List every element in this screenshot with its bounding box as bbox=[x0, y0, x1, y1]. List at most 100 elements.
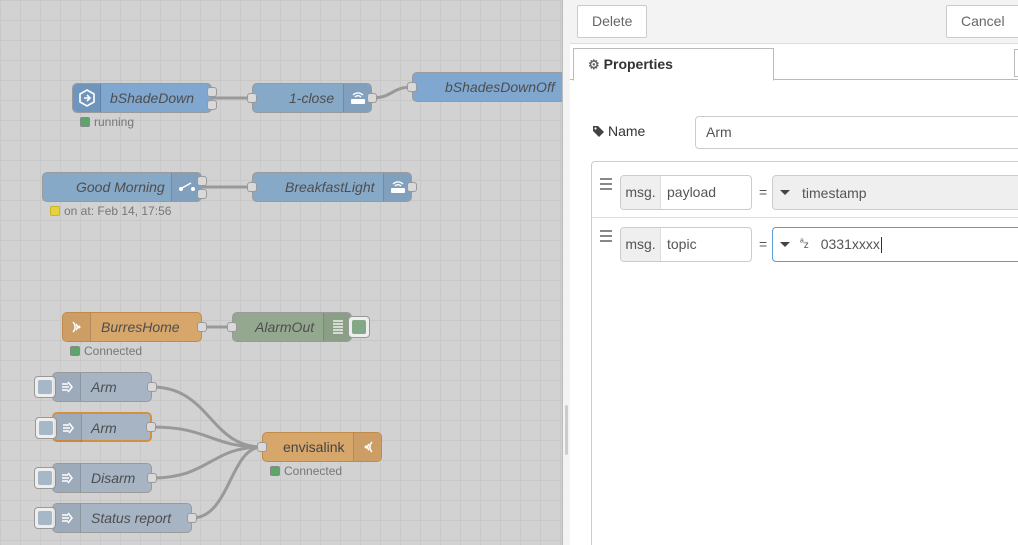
tab-bar: ⚙Properties bbox=[570, 45, 1018, 81]
wire bbox=[371, 85, 413, 100]
wire bbox=[191, 445, 263, 520]
node-breakfastlight[interactable]: BreakfastLight bbox=[247, 172, 417, 202]
node-status-report[interactable]: Status report bbox=[34, 503, 197, 533]
value-text-content: 0331xxxx bbox=[820, 235, 880, 252]
delete-button[interactable]: Delete bbox=[577, 5, 648, 38]
router-icon bbox=[343, 84, 371, 112]
tag-icon bbox=[593, 126, 604, 137]
output-port[interactable] bbox=[207, 100, 217, 110]
tray-resize-handle[interactable] bbox=[562, 0, 570, 545]
node-label: Arm bbox=[91, 420, 117, 436]
node-1-close[interactable]: 1-close bbox=[247, 83, 377, 113]
output-port[interactable] bbox=[147, 382, 157, 392]
node-status: running bbox=[80, 115, 134, 129]
grip-icon bbox=[565, 405, 568, 455]
node-label: bShadeDown bbox=[110, 90, 195, 106]
flow-workspace[interactable]: bShadeDown running 1-close bShadesDownOf… bbox=[0, 0, 562, 545]
operator: = bbox=[759, 236, 768, 252]
output-port[interactable] bbox=[197, 189, 207, 199]
node-status: Connected bbox=[270, 464, 342, 478]
output-port[interactable] bbox=[197, 176, 207, 186]
node-alarmout[interactable]: AlarmOut bbox=[227, 312, 370, 342]
node-envisalink[interactable]: envisalink bbox=[257, 432, 382, 462]
status-text: Connected bbox=[84, 344, 143, 358]
caret-down-icon bbox=[780, 190, 790, 195]
input-port[interactable] bbox=[227, 322, 237, 332]
wire bbox=[151, 445, 263, 480]
tab-label: Properties bbox=[603, 56, 673, 72]
node-label: Disarm bbox=[91, 470, 136, 486]
node-label: Arm bbox=[91, 379, 117, 395]
node-label: envisalink bbox=[283, 439, 345, 455]
property-prefix: msg. bbox=[621, 228, 661, 261]
rule-row: msg. topic = ᵃz 0331xxxx bbox=[592, 214, 1018, 264]
inject-icon bbox=[73, 84, 101, 112]
text-cursor bbox=[880, 237, 882, 254]
output-port[interactable] bbox=[197, 322, 207, 332]
output-port[interactable] bbox=[187, 513, 197, 523]
output-port[interactable] bbox=[147, 473, 157, 483]
drag-handle-icon[interactable] bbox=[600, 230, 612, 245]
name-input[interactable]: Arm bbox=[695, 116, 1018, 149]
status-text: Connected bbox=[284, 464, 343, 478]
input-port[interactable] bbox=[257, 442, 267, 452]
node-arm[interactable]: Arm bbox=[34, 372, 157, 402]
inject-button[interactable] bbox=[35, 417, 57, 439]
inject-button[interactable] bbox=[34, 507, 56, 529]
property-field[interactable]: msg. payload bbox=[620, 175, 752, 210]
arrow-in-icon bbox=[53, 464, 81, 492]
status-dot bbox=[80, 117, 90, 127]
node-bshadedown[interactable]: bShadeDown bbox=[72, 83, 217, 113]
string-type-icon: ᵃz bbox=[800, 237, 809, 251]
output-port[interactable] bbox=[367, 93, 377, 103]
inject-button[interactable] bbox=[34, 467, 56, 489]
value-text: 0331xxxx bbox=[820, 235, 882, 254]
tab-overflow[interactable] bbox=[1014, 49, 1018, 77]
node-good-morning[interactable]: Good Morning bbox=[42, 172, 207, 202]
node-label: AlarmOut bbox=[255, 319, 315, 335]
router-icon bbox=[383, 173, 411, 201]
name-label: Name bbox=[592, 123, 692, 139]
broadcast-icon bbox=[353, 433, 381, 461]
wire bbox=[151, 385, 263, 449]
node-arm-selected[interactable]: Arm bbox=[35, 412, 156, 442]
value-input[interactable]: ᵃz 0331xxxx bbox=[772, 227, 1018, 262]
inject-button[interactable] bbox=[34, 376, 56, 398]
node-disarm[interactable]: Disarm bbox=[34, 463, 157, 493]
node-burreshome[interactable]: BurresHome bbox=[62, 312, 207, 342]
arrow-in-icon bbox=[53, 504, 81, 532]
status-text: on at: Feb 14, 17:56 bbox=[64, 204, 172, 218]
gear-icon: ⚙ bbox=[588, 57, 600, 72]
property-value: topic bbox=[667, 236, 697, 252]
edit-tray: Delete Cancel ⚙Properties Name Arm msg. … bbox=[570, 0, 1018, 545]
status-dot bbox=[270, 466, 280, 476]
node-bshadesdownoff[interactable]: bShadesDownOff bbox=[407, 72, 562, 102]
input-port[interactable] bbox=[407, 82, 417, 92]
status-dot bbox=[50, 206, 60, 216]
status-text: running bbox=[94, 115, 135, 129]
status-dot bbox=[70, 346, 80, 356]
rule-row: msg. payload = timestamp bbox=[592, 162, 1018, 218]
tray-toolbar: Delete Cancel bbox=[570, 0, 1018, 44]
list-icon bbox=[323, 313, 351, 341]
property-prefix: msg. bbox=[621, 176, 661, 209]
output-port[interactable] bbox=[407, 182, 417, 192]
node-label: BurresHome bbox=[101, 319, 180, 335]
value-type-select[interactable]: timestamp bbox=[772, 175, 1018, 210]
drag-handle-icon[interactable] bbox=[600, 178, 612, 193]
tab-properties[interactable]: ⚙Properties bbox=[573, 48, 774, 81]
property-field[interactable]: msg. topic bbox=[620, 227, 752, 262]
name-label-text: Name bbox=[608, 123, 646, 139]
node-status: on at: Feb 14, 17:56 bbox=[50, 204, 171, 218]
debug-toggle-button[interactable] bbox=[348, 316, 370, 338]
output-port[interactable] bbox=[207, 87, 217, 97]
rules-list: msg. payload = timestamp msg. topic = ᵃz… bbox=[591, 161, 1018, 545]
arrow-in-icon bbox=[53, 373, 81, 401]
output-port[interactable] bbox=[146, 422, 156, 432]
cancel-button[interactable]: Cancel bbox=[946, 5, 1018, 38]
caret-down-icon[interactable] bbox=[780, 242, 790, 247]
input-port[interactable] bbox=[247, 93, 257, 103]
broadcast-icon bbox=[63, 313, 91, 341]
node-label: bShadesDownOff bbox=[445, 79, 555, 95]
input-port[interactable] bbox=[247, 182, 257, 192]
